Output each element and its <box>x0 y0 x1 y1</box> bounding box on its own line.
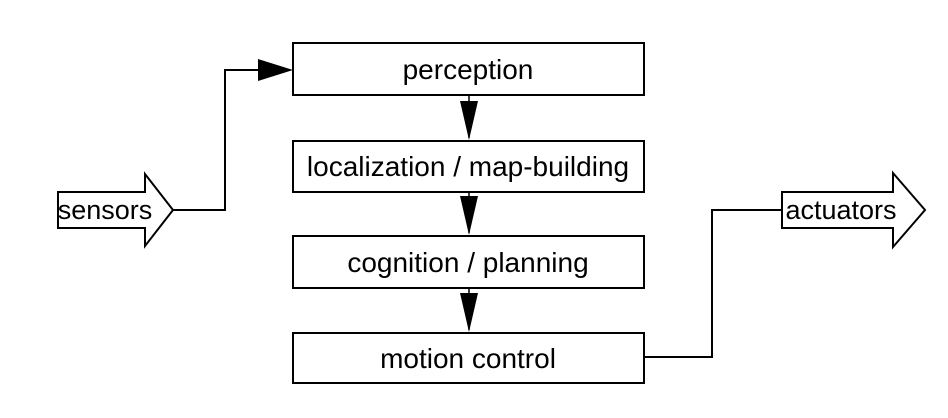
box-localization-map-building: localization / map-building <box>292 140 645 193</box>
box-motion-control-label: motion control <box>380 343 556 374</box>
flow-arrow-localization-to-cognition <box>460 192 478 235</box>
motion-to-actuators-connector <box>644 209 783 358</box>
actuators-output-arrow: actuators <box>781 170 927 250</box>
actuators-label: actuators <box>785 195 896 225</box>
down-arrowhead-icon <box>460 101 478 140</box>
sensors-label: sensors <box>58 195 153 225</box>
box-cognition-planning: cognition / planning <box>292 235 645 289</box>
flow-arrow-cognition-to-motion <box>460 288 478 332</box>
box-motion-control: motion control <box>292 332 645 384</box>
box-localization-label: localization / map-building <box>307 151 629 182</box>
down-arrowhead-icon <box>460 293 478 332</box>
box-cognition-label: cognition / planning <box>347 247 588 278</box>
box-perception-label: perception <box>403 54 534 85</box>
sensors-input-arrow: sensors <box>57 171 175 249</box>
right-arrowhead-icon <box>258 59 293 81</box>
flow-arrow-perception-to-localization <box>460 95 478 140</box>
down-arrowhead-icon <box>460 196 478 235</box>
box-perception-rect <box>292 42 645 96</box>
box-perception: perception <box>292 42 645 96</box>
sensors-arrow-shape <box>57 171 175 249</box>
box-motion-control-rect <box>292 332 645 384</box>
sensors-to-perception-connector <box>173 69 264 211</box>
box-cognition-rect <box>292 235 645 289</box>
actuators-arrow-shape <box>781 170 927 250</box>
